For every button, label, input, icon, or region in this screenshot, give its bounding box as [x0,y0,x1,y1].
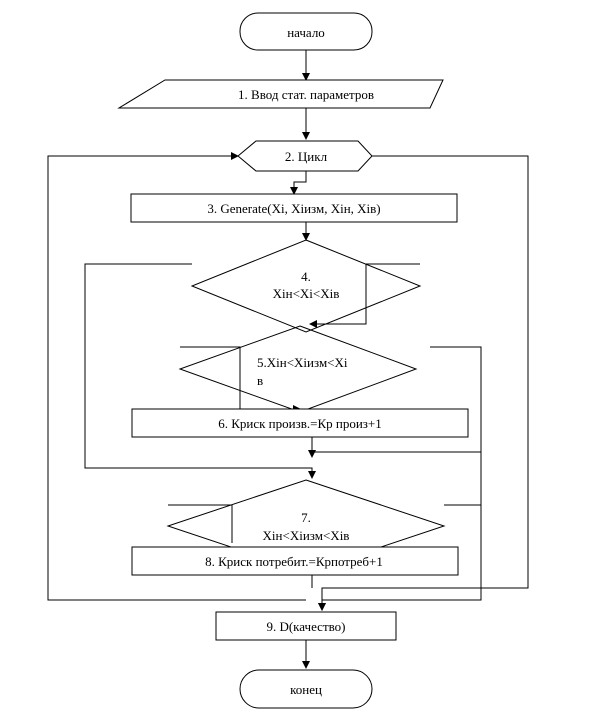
connector-cycle-loop-left [47,152,306,601]
quality-label: 9. D(качество) [266,619,345,634]
connector-cond4-left-loop [84,263,316,479]
condition-5-diamond: 5.Xiн<Xiизм<Xi в [178,325,418,413]
quality-box: 9. D(качество) [215,611,397,641]
connector-cycle-generate [290,171,307,195]
connector-cond4-right-branch [309,264,367,328]
condition-5-text: 5.Xiн<Xiизм<Xi [257,355,348,370]
connector-cycle-exit-right [318,155,529,611]
condition-4-text: Xiн<Xi<Xiв [273,286,340,301]
input-parallelogram: 1. Ввод стат. параметров [117,79,444,109]
condition-4-diamond: 4. Xiн<Xi<Xiв [190,239,422,333]
cycle-hexagon: 2. Цикл [237,140,373,172]
condition-7-text: Xiн<Xiизм<Xiв [263,528,350,543]
generate-box: 3. Generate(Xi, Xiизм, Xiн, Xiв) [130,193,458,223]
condition-4-number: 4. [301,269,311,284]
input-label: 1. Ввод стат. параметров [238,87,374,102]
condition-5-text-cont: в [257,373,263,388]
end-label: конец [290,682,322,697]
connector-cond7-left-branch [168,504,233,543]
risk-producer-label: 6. Криск произв.=Кр произ+1 [218,416,382,431]
risk-consumer-label: 8. Криск потребит.=Крпотреб+1 [205,554,383,569]
end-terminator: конец [239,669,373,709]
generate-label: 3. Generate(Xi, Xiизм, Xiн, Xiв) [207,201,380,216]
condition-7-number: 7. [301,510,311,525]
cycle-label: 2. Цикл [285,149,328,164]
risk-producer-box: 6. Криск произв.=Кр произ+1 [131,408,469,438]
risk-consumer-box: 8. Криск потребит.=Крпотреб+1 [131,546,459,576]
start-terminator: начало [239,12,373,51]
start-label: начало [287,25,325,40]
connectors [47,50,529,669]
